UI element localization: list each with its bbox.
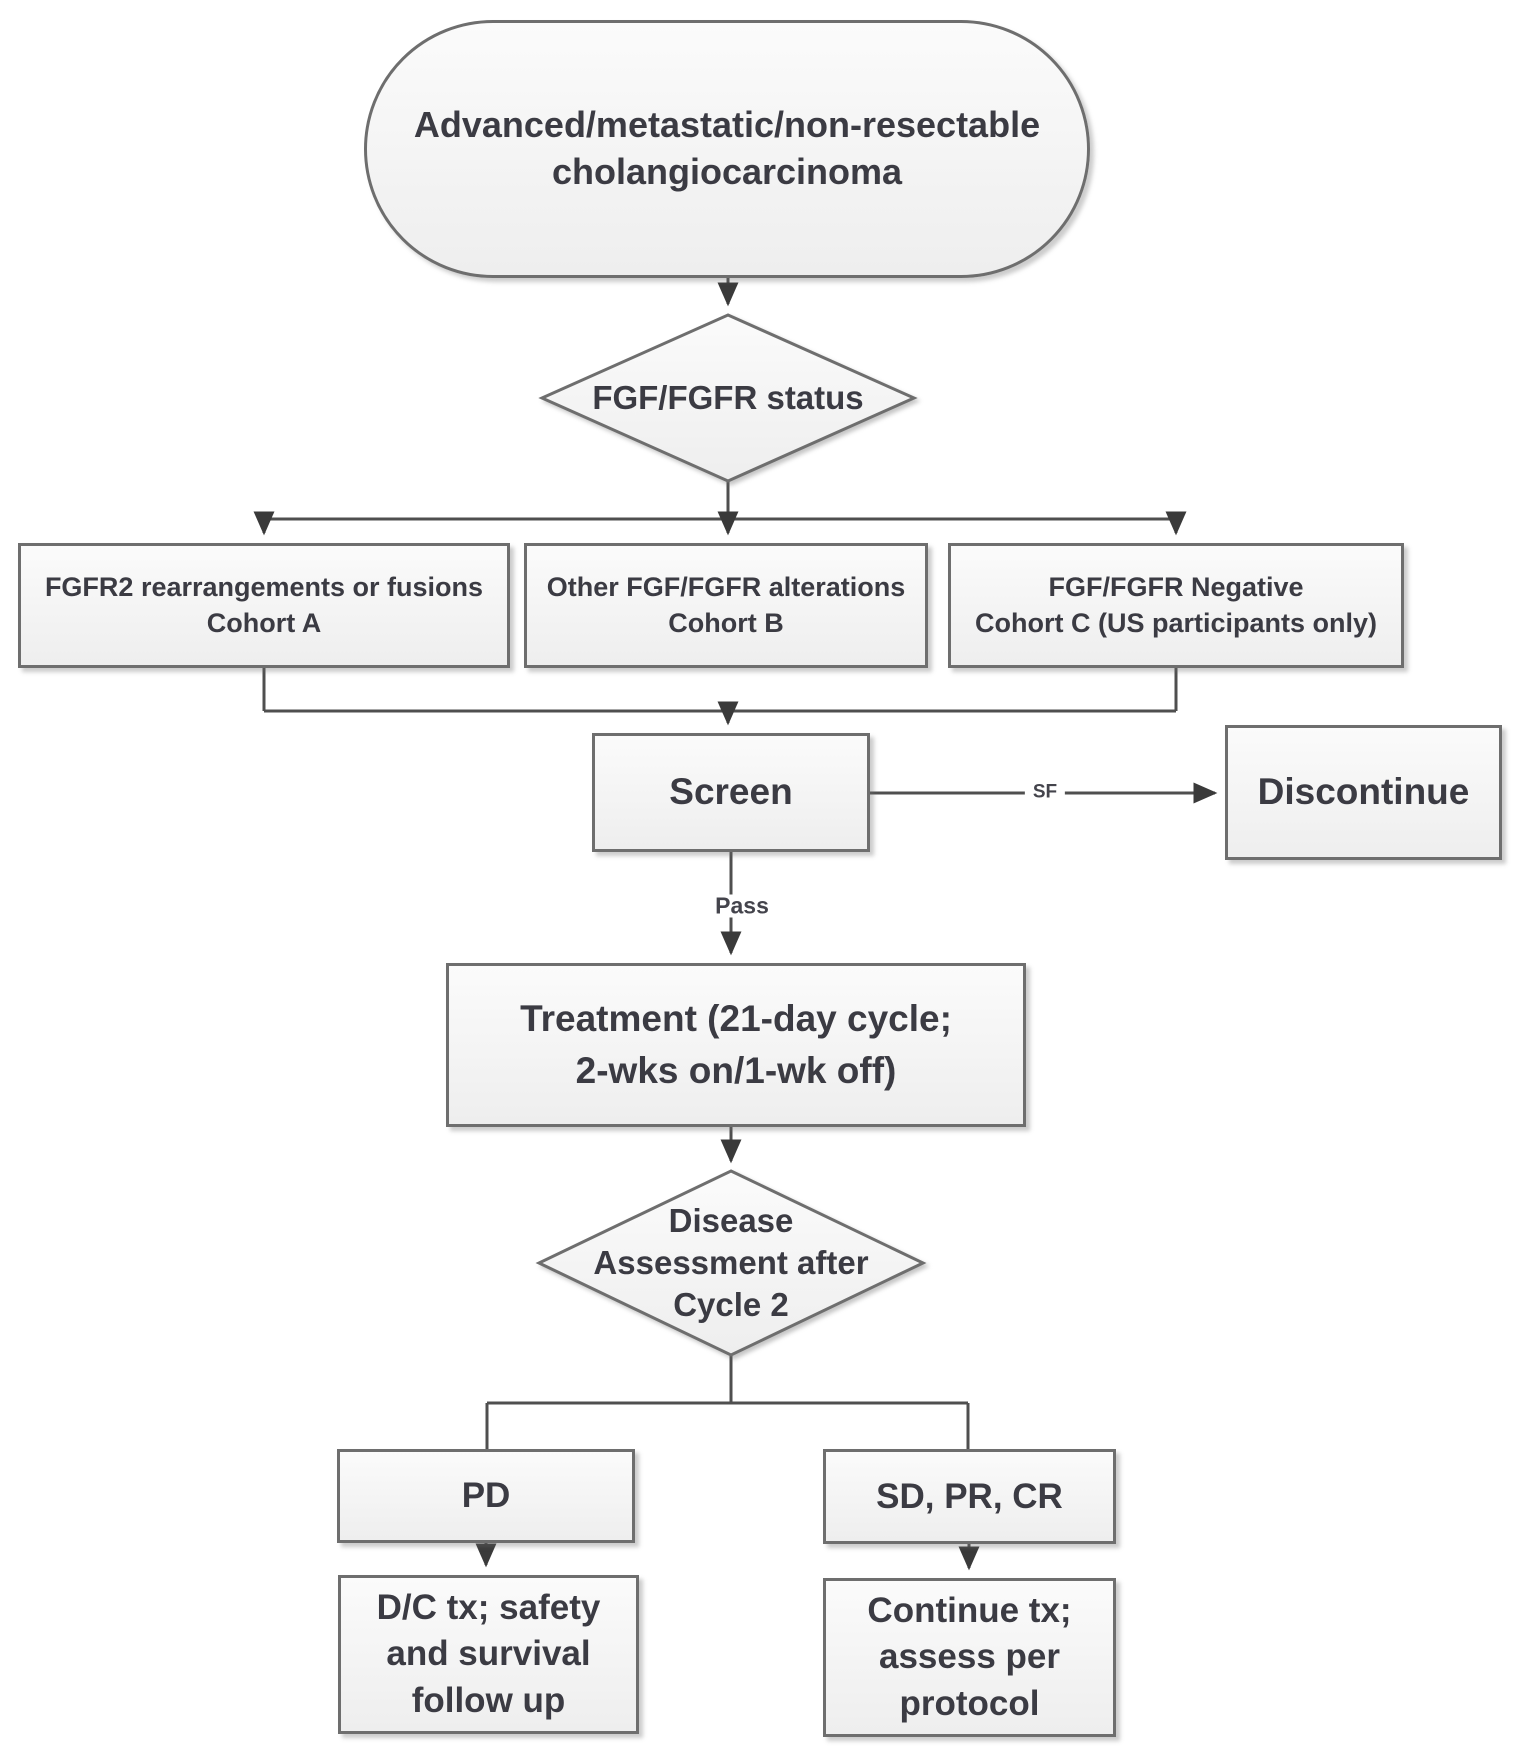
node-start-line2: cholangiocarcinoma [551,151,903,192]
dc-tx-line2: and survival [386,1634,591,1674]
node-pd: PD [337,1449,635,1543]
status-decision-diamond [538,313,918,483]
treatment-line1: Treatment (21-day cycle; [520,998,952,1040]
cohort-a-line2: Cohort A [206,607,322,638]
node-screen: Screen [592,733,870,852]
cohort-b-line2: Cohort B [668,607,784,638]
node-sd-pr-cr: SD, PR, CR [823,1449,1116,1544]
cohort-a-line1: FGFR2 rearrangements or fusions [44,572,484,603]
node-dc-tx-followup: D/C tx; safety and survival follow up [338,1575,639,1734]
assessment-line3: Cycle 2 [673,1286,789,1324]
node-discontinue: Discontinue [1225,725,1502,860]
node-start-terminator: Advanced/metastatic/non-resectable chola… [364,20,1090,278]
sd-pr-cr-label: SD, PR, CR [876,1476,1063,1516]
node-continue-tx: Continue tx; assess per protocol [823,1578,1116,1737]
cohort-b-line1: Other FGF/FGFR alterations [546,572,906,603]
screen-label: Screen [669,771,793,813]
discontinue-label: Discontinue [1257,771,1470,813]
node-cohort-a: FGFR2 rearrangements or fusions Cohort A [18,543,510,668]
node-cohort-b: Other FGF/FGFR alterations Cohort B [524,543,928,668]
dc-tx-line3: follow up [411,1680,566,1720]
node-status-decision: FGF/FGFR status [542,335,914,461]
node-assessment-decision: Disease Assessment after Cycle 2 [539,1181,923,1345]
cohort-c-line1: FGF/FGFR Negative [1048,572,1304,603]
node-cohort-c: FGF/FGFR Negative Cohort C (US participa… [948,543,1404,668]
dc-tx-line1: D/C tx; safety [376,1588,601,1628]
edge-label-sf: SF [1024,782,1066,802]
continue-tx-line2: assess per [879,1637,1060,1677]
continue-tx-line1: Continue tx; [867,1591,1072,1631]
assessment-line1: Disease [668,1201,794,1239]
treatment-line2: 2-wks on/1-wk off) [575,1050,897,1091]
node-treatment: Treatment (21-day cycle; 2-wks on/1-wk o… [446,963,1026,1127]
node-start-line1: Advanced/metastatic/non-resectable [413,104,1041,146]
cohort-c-line2: Cohort C (US participants only) [974,607,1377,638]
pd-label: PD [461,1476,511,1516]
continue-tx-line3: protocol [899,1683,1040,1723]
assessment-line2: Assessment after [593,1243,869,1281]
assessment-decision-diamond [535,1169,927,1357]
edge-label-pass: Pass [707,894,777,918]
status-decision-label: FGF/FGFR status [592,379,864,416]
